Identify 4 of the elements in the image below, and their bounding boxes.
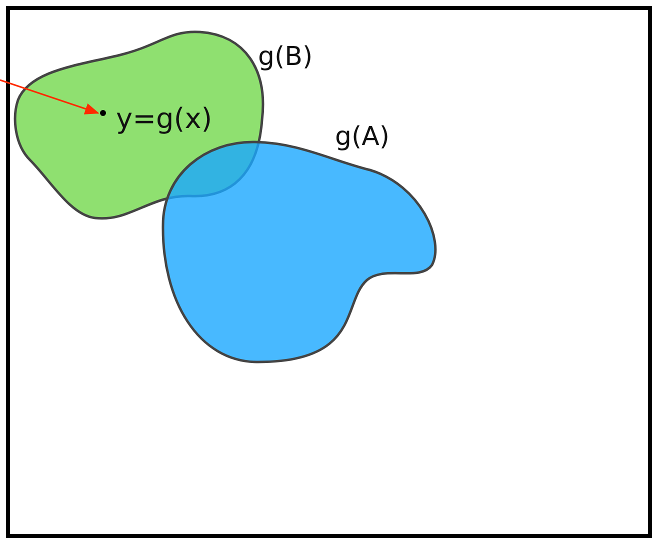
set-label: g(B) [258, 42, 313, 72]
set-label: g(A) [335, 122, 390, 152]
arrow [0, 79, 100, 114]
point-label: y=g(x) [116, 102, 212, 135]
